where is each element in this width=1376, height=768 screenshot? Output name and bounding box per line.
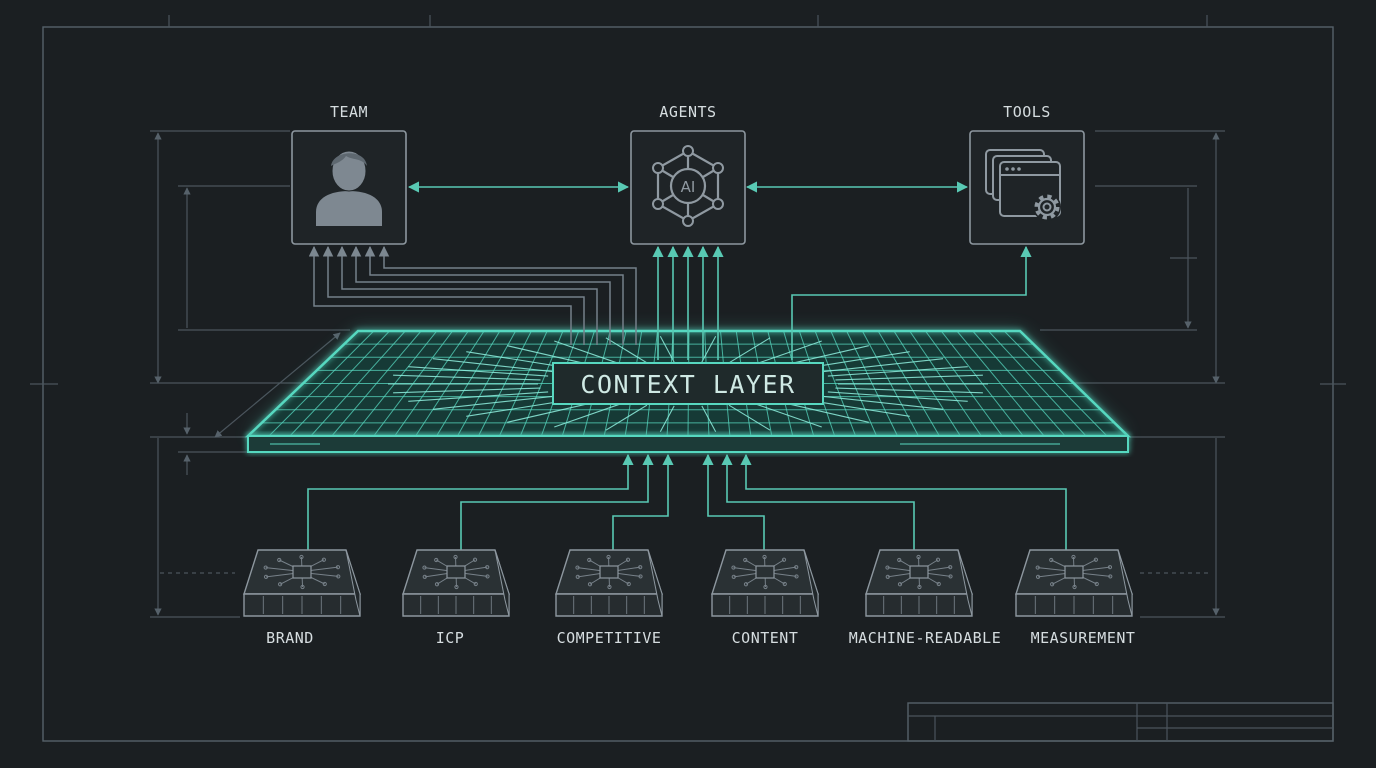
- source-label: MEASUREMENT: [1031, 629, 1136, 647]
- source-label: ICP: [436, 629, 465, 647]
- source-brand-chip: BRAND: [243, 549, 361, 647]
- source-chips: BRAND ICP COMPETITIVE CONTENT MACHINE-READAB…: [243, 549, 1136, 647]
- source-label: CONTENT: [732, 629, 799, 647]
- blueprint-frame: [30, 15, 1346, 742]
- source-label: MACHINE-READABLE: [849, 629, 1002, 647]
- source-label: COMPETITIVE: [557, 629, 662, 647]
- bottom-connections: [307, 453, 1067, 560]
- ai-network-icon: AI: [652, 145, 724, 227]
- team-label: TEAM: [330, 103, 368, 121]
- source-label: BRAND: [266, 629, 314, 647]
- team-node: TEAM: [291, 103, 407, 245]
- top-connections: [308, 181, 1032, 360]
- ai-icon-text: AI: [681, 178, 696, 196]
- source-machine-readable-chip: MACHINE-READABLE: [849, 549, 1002, 647]
- title-block: [907, 702, 1334, 742]
- windows-gear-icon: [985, 149, 1061, 221]
- tools-label: TOOLS: [1003, 103, 1051, 121]
- source-content-chip: CONTENT: [711, 549, 819, 647]
- source-competitive-chip: COMPETITIVE: [555, 549, 663, 647]
- tools-node: TOOLS: [969, 103, 1085, 245]
- source-icp-chip: ICP: [402, 549, 510, 647]
- user-icon: [316, 150, 382, 226]
- agents-label: AGENTS: [659, 103, 716, 121]
- context-layer-plane: CONTEXT LAYER: [244, 329, 1132, 453]
- agents-node: AI AGENTS: [630, 103, 746, 245]
- source-measurement-chip: MEASUREMENT: [1015, 549, 1136, 647]
- context-layer-title: CONTEXT LAYER: [580, 370, 795, 399]
